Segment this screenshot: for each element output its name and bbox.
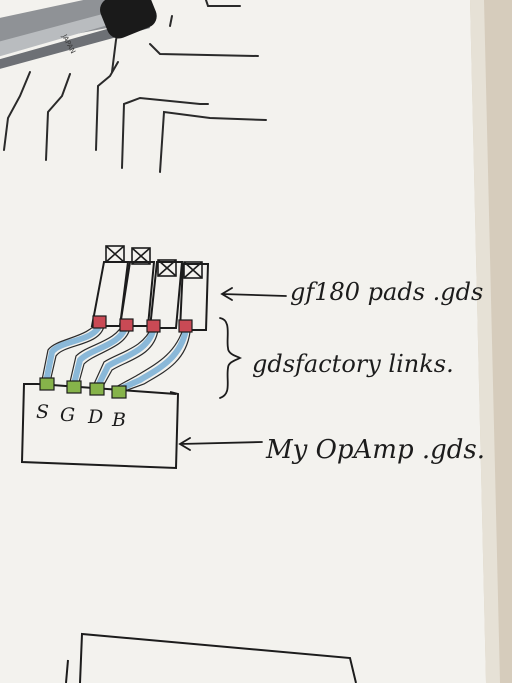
arrow-pads (220, 287, 287, 301)
pad-x-marks (105, 245, 203, 279)
pin-label-d: D (87, 406, 103, 428)
label-gdsfactory-links: gdsfactory links. (252, 350, 454, 378)
paper-shadow (470, 0, 500, 683)
pad-contact-3 (146, 319, 161, 333)
pin-label-b: B (111, 409, 126, 431)
paper-sheet (0, 0, 486, 683)
pen: JAPAN (0, 0, 157, 69)
arrow-opamp (178, 437, 263, 451)
top-wires (3, 0, 267, 173)
pin-pad-b (111, 385, 127, 399)
pad-contact-2 (119, 318, 134, 332)
label-my-opamp: My OpAmp .gds. (265, 435, 485, 465)
pin-label-s: S (36, 401, 49, 423)
pad-contacts (92, 315, 193, 333)
annotation-arrows (178, 287, 287, 451)
opamp-block (20, 383, 180, 470)
pin-pad-s (39, 377, 55, 391)
opamp-top-edge (37, 383, 177, 395)
opamp-pin-pads (39, 377, 127, 399)
bottom-sketch (65, 632, 357, 683)
pin-pad-d (89, 382, 105, 396)
label-gf180-pads: gf180 pads .gds (290, 278, 483, 306)
pin-label-g: G (60, 404, 75, 426)
gdsfactory-routes (43, 321, 189, 393)
pad-contact-4 (178, 319, 193, 333)
pin-pad-g (66, 380, 82, 394)
brace-links (219, 317, 243, 399)
pad-contact-1 (92, 315, 107, 329)
